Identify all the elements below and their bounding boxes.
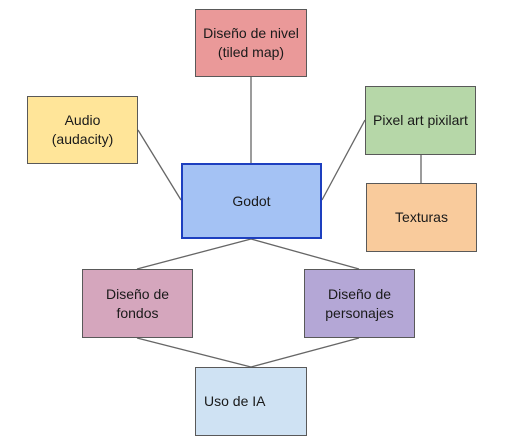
edge-godot-audio bbox=[137, 129, 182, 201]
edge-godot-diseno-fondos bbox=[136, 238, 252, 270]
node-label: Godot bbox=[232, 192, 271, 209]
node-diseno-de-nivel[interactable]: Diseño de nivel (tiled map) bbox=[195, 9, 307, 77]
node-label: Uso de IA bbox=[204, 393, 266, 409]
node-uso-de-ia[interactable]: Uso de IA bbox=[195, 367, 307, 436]
node-label: Diseño de personajes bbox=[325, 285, 394, 321]
node-diseno-de-personajes[interactable]: Diseño de personajes bbox=[304, 269, 415, 338]
node-label: Pixel art pixilart bbox=[373, 112, 468, 128]
edge-diseno-personajes-uso-ia bbox=[250, 337, 360, 368]
node-label: Texturas bbox=[395, 209, 448, 225]
node-texturas[interactable]: Texturas bbox=[366, 183, 477, 252]
node-pixel-art[interactable]: Pixel art pixilart bbox=[365, 86, 476, 155]
node-diseno-de-fondos[interactable]: Diseño de fondos bbox=[82, 269, 193, 338]
node-label: Diseño de nivel (tiled map) bbox=[203, 25, 299, 60]
node-label: Diseño de fondos bbox=[105, 285, 170, 321]
edge-godot-pixel-art bbox=[321, 119, 366, 201]
edge-diseno-fondos-uso-ia bbox=[136, 337, 252, 368]
node-godot[interactable]: Godot bbox=[181, 163, 322, 239]
edge-godot-diseno-personajes bbox=[250, 238, 360, 270]
node-label: Audio (audacity) bbox=[51, 112, 114, 147]
node-audio[interactable]: Audio (audacity) bbox=[27, 96, 138, 164]
